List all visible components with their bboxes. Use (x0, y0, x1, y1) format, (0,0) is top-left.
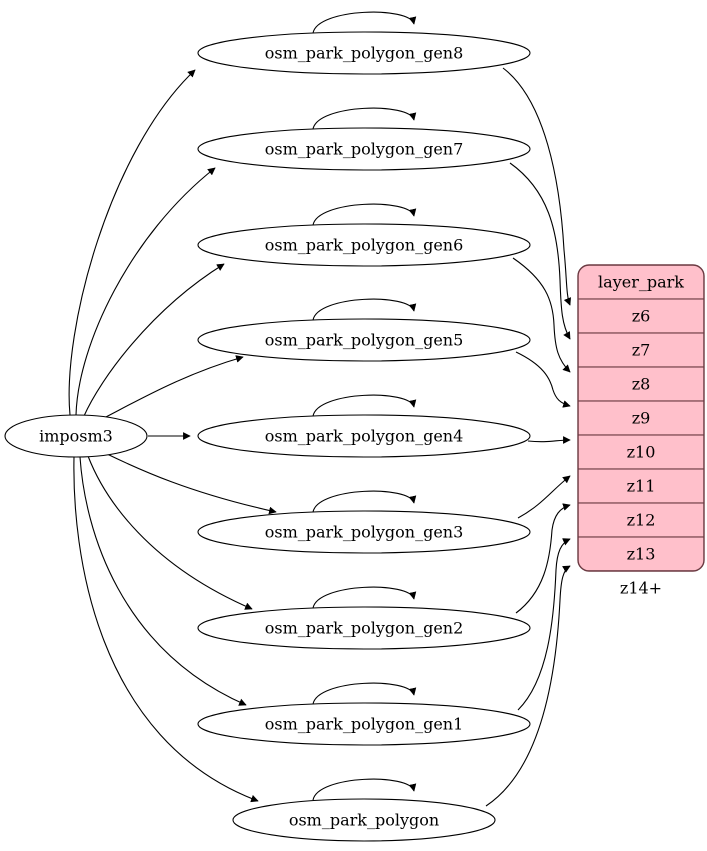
table-row-z13-cell[interactable] (578, 536, 704, 571)
node-osm_park_polygon_gen8[interactable]: osm_park_polygon_gen8 (197, 31, 531, 75)
node-imposm3[interactable]: imposm3 (4, 414, 148, 458)
node-osm_park_polygon_gen4[interactable]: osm_park_polygon_gen4 (197, 414, 531, 458)
node-label: osm_park_polygon (289, 811, 439, 830)
edge-gen3-to-z11 (517, 475, 571, 519)
table-header-label: layer_park (598, 273, 684, 292)
table-outline (577, 264, 705, 572)
node-label: osm_park_polygon_gen4 (265, 427, 464, 446)
node-shape[interactable] (197, 510, 531, 554)
node-shape[interactable] (197, 223, 531, 267)
node-label: osm_park_polygon_gen1 (265, 715, 464, 734)
node-osm_park_polygon_gen2[interactable]: osm_park_polygon_gen2 (197, 606, 531, 650)
edge-imposm3-to-gen2 (87, 455, 253, 610)
node-shape[interactable] (197, 702, 531, 746)
node-label: osm_park_polygon_gen3 (265, 523, 464, 542)
table-row-label-z11: z11 (627, 477, 656, 496)
edges-source-to-nodes (68, 69, 277, 803)
table-row-z12-cell[interactable] (578, 502, 704, 538)
edge-imposm3-to-gen3 (104, 452, 277, 515)
ellipse-nodes: osm_park_polygon_gen8 osm_park_polygon_g… (197, 31, 531, 842)
table-row-z7-cell[interactable] (578, 332, 704, 368)
edge-gen1-to-z13 (517, 538, 571, 711)
edge-polygon-to-z14 (485, 565, 571, 807)
self-loop-gen7 (312, 107, 417, 130)
node-imposm3-shape[interactable] (4, 414, 148, 458)
edge-imposm3-to-gen5 (99, 355, 244, 421)
node-shape[interactable] (232, 798, 496, 842)
node-label: osm_park_polygon_gen5 (265, 331, 464, 350)
table-row-label-z10: z10 (627, 443, 656, 462)
edge-imposm3-to-polygon (73, 456, 259, 803)
node-osm_park_polygon_gen3[interactable]: osm_park_polygon_gen3 (197, 510, 531, 554)
edge-gen7-to-z7 (509, 162, 571, 340)
table-row-label-z14: z14+ (620, 579, 662, 598)
node-osm_park_polygon_gen6[interactable]: osm_park_polygon_gen6 (197, 223, 531, 267)
table-row-label-z6: z6 (632, 307, 651, 326)
edge-gen5-to-z9 (515, 351, 571, 408)
node-shape[interactable] (197, 606, 531, 650)
self-loop-gen2 (312, 586, 417, 609)
node-shape[interactable] (197, 318, 531, 362)
self-loop-edges (312, 11, 417, 801)
table-row-z11-cell[interactable] (578, 468, 704, 504)
table-row-label-z13: z13 (627, 545, 656, 564)
edges-nodes-to-table (485, 67, 572, 807)
node-shape[interactable] (197, 414, 531, 458)
self-loop-gen8 (312, 11, 417, 34)
node-label: osm_park_polygon_gen8 (265, 44, 464, 63)
self-loop-gen3 (312, 490, 417, 513)
table-row-z9-cell[interactable] (578, 400, 704, 436)
node-label: osm_park_polygon_gen7 (265, 140, 464, 159)
edge-imposm3-to-gen8 (68, 69, 196, 416)
node-label: osm_park_polygon_gen2 (265, 619, 464, 638)
self-loop-gen1 (312, 682, 417, 705)
node-osm_park_polygon_gen7[interactable]: osm_park_polygon_gen7 (197, 127, 531, 171)
node-label: osm_park_polygon_gen6 (265, 236, 464, 255)
edge-gen8-to-z6 (502, 67, 572, 306)
edge-imposm3-to-gen7 (75, 167, 216, 416)
edge-gen6-to-z8 (512, 257, 571, 373)
table-node-layer_park[interactable]: layer_park z6 z7 z8 z9 z10 z11 z12 z13 z… (577, 264, 705, 605)
table-row-label-z7: z7 (632, 341, 651, 360)
node-shape[interactable] (197, 127, 531, 171)
edge-imposm3-to-gen6 (83, 263, 225, 417)
table-row-z10-cell[interactable] (578, 434, 704, 470)
node-osm_park_polygon_gen5[interactable]: osm_park_polygon_gen5 (197, 318, 531, 362)
table-row-label-z9: z9 (632, 409, 651, 428)
self-loop-polygon (312, 778, 417, 801)
self-loop-gen6 (312, 203, 417, 226)
edge-gen2-to-z12 (515, 503, 571, 614)
node-imposm3-label: imposm3 (39, 427, 113, 446)
node-shape[interactable] (197, 31, 531, 75)
self-loop-gen4 (312, 394, 417, 417)
edge-gen4-to-z10 (527, 436, 571, 444)
node-osm_park_polygon[interactable]: osm_park_polygon (232, 798, 496, 842)
node-osm_park_polygon_gen1[interactable]: osm_park_polygon_gen1 (197, 702, 531, 746)
table-row-label-z12: z12 (627, 511, 656, 530)
self-loop-gen5 (312, 298, 417, 321)
edge-imposm3-to-gen1 (79, 456, 247, 706)
table-row-label-z8: z8 (632, 375, 651, 394)
